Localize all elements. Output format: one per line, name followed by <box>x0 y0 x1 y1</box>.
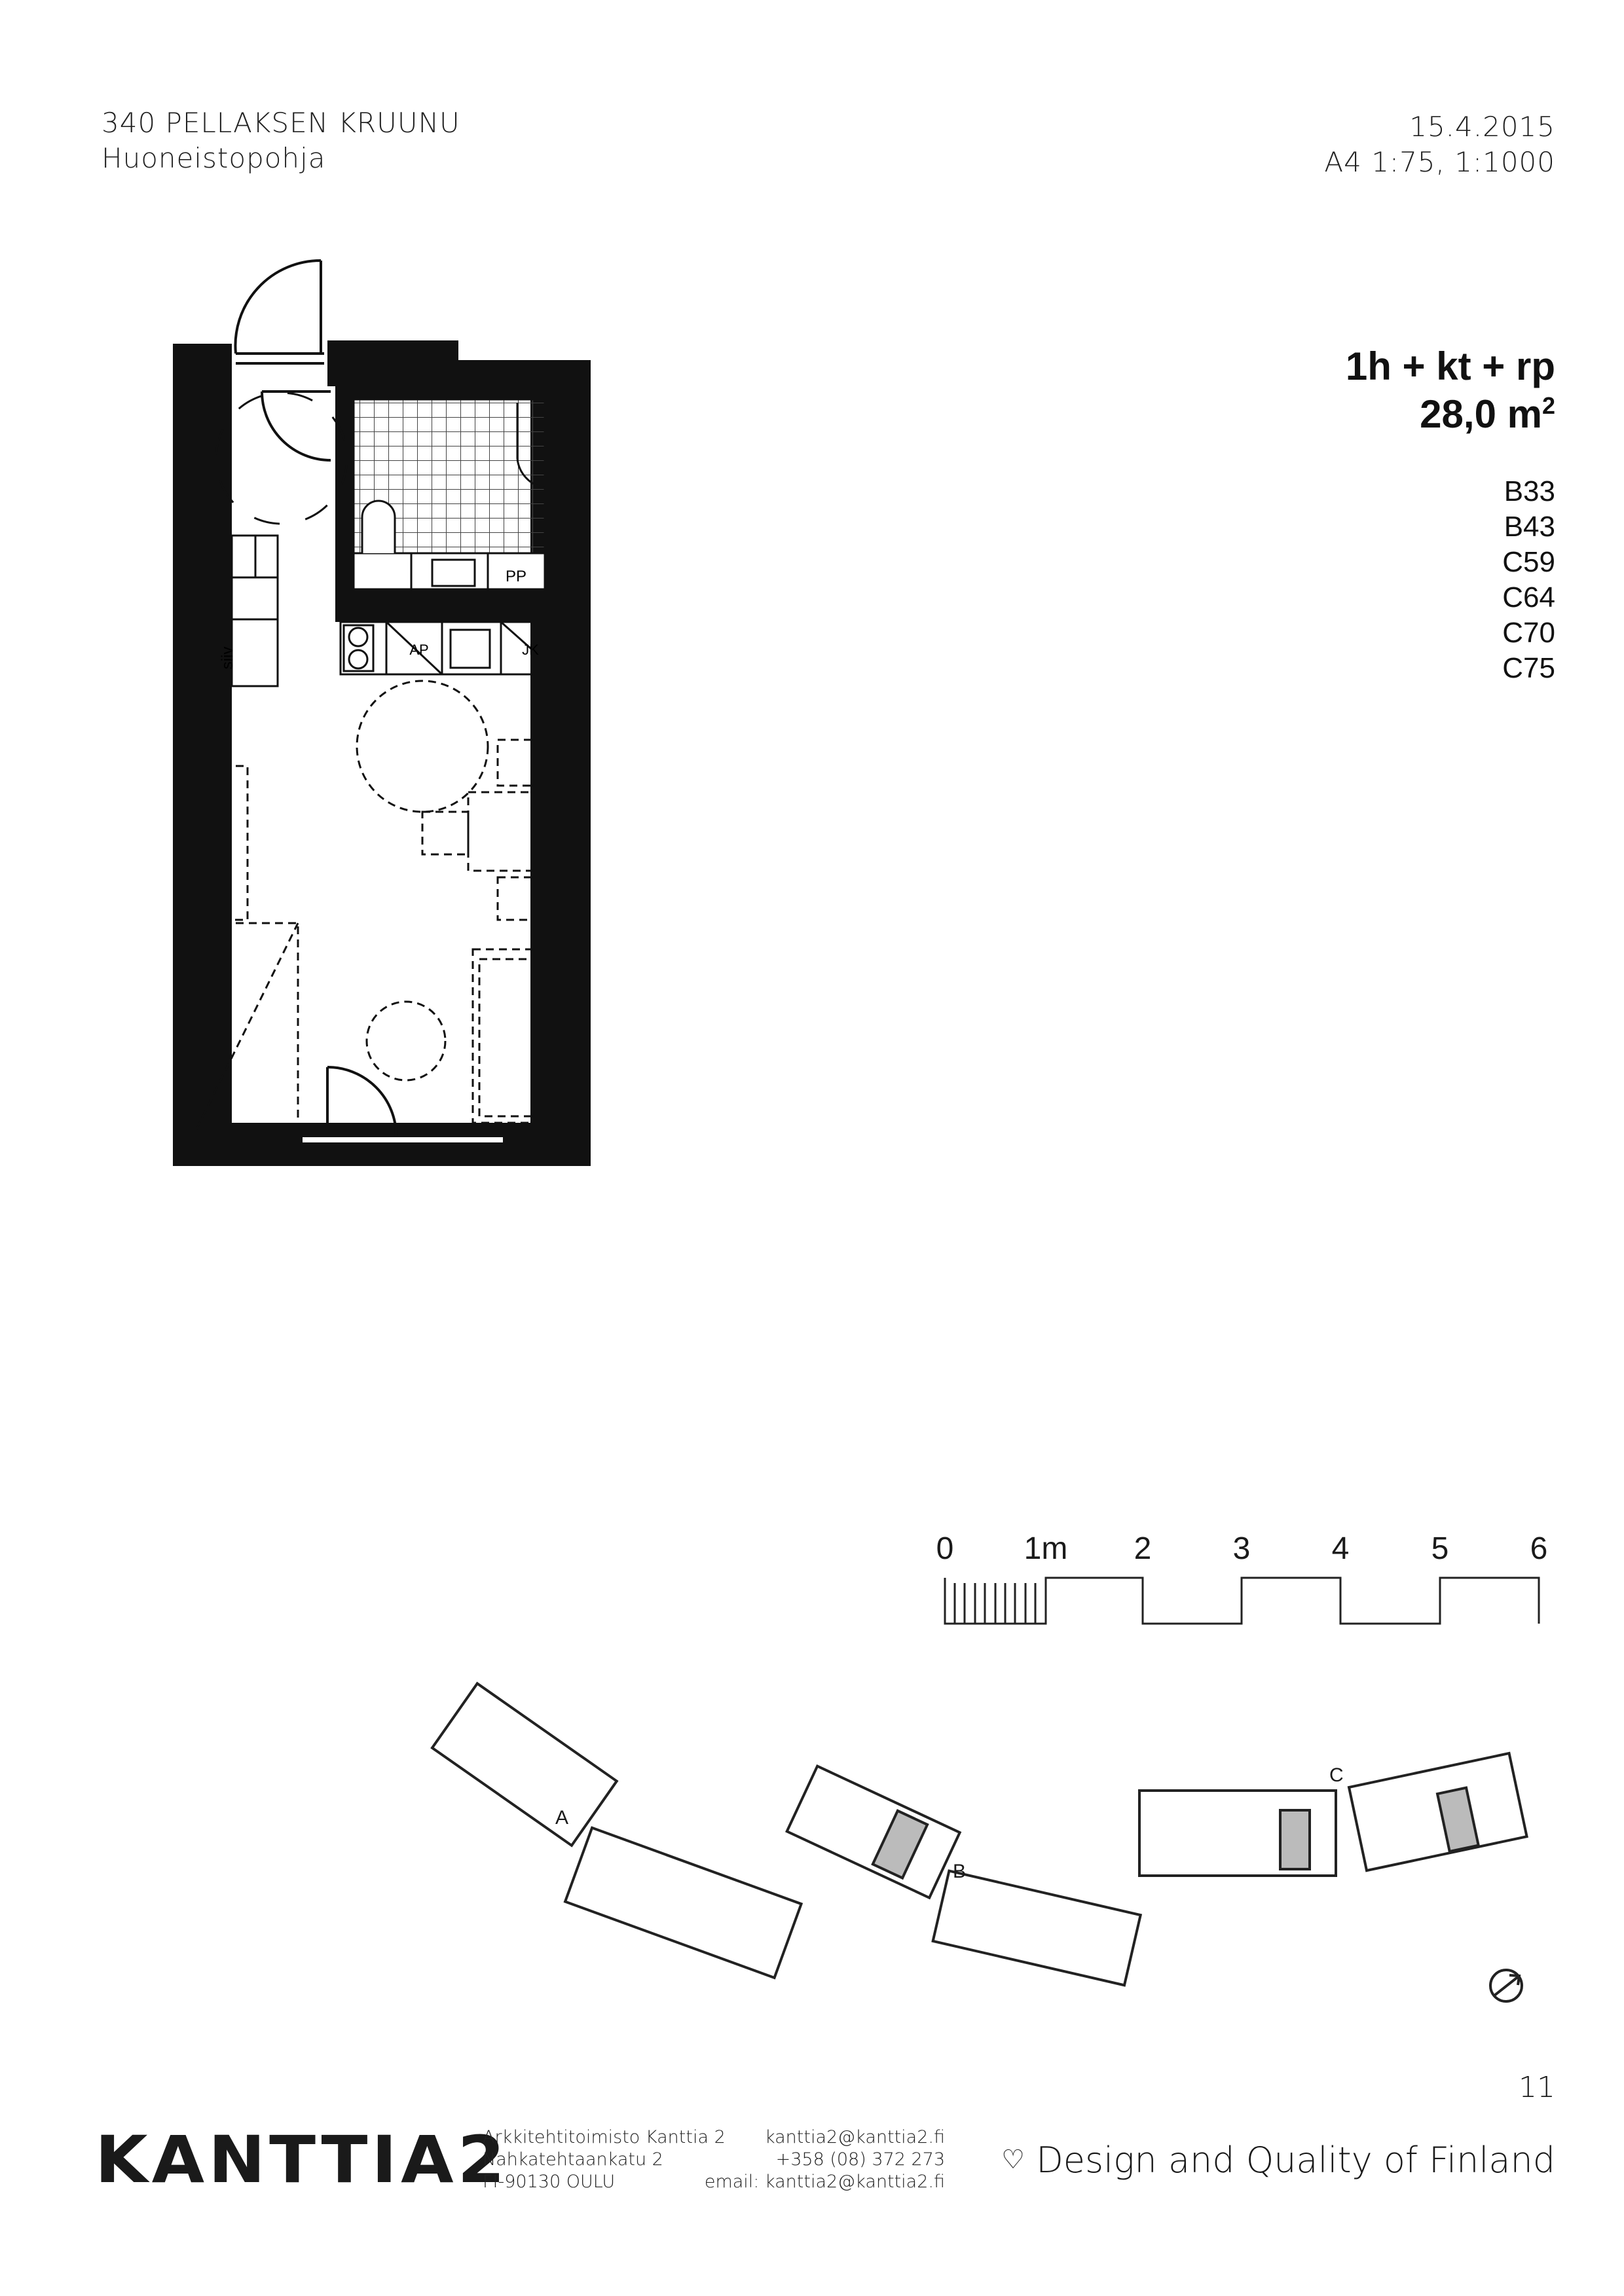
office-name: Arkkitehtitoimisto Kanttia 2 <box>483 2127 726 2147</box>
scale-label: 6 <box>1530 1531 1548 1566</box>
washer-label: PP <box>506 568 526 585</box>
unit-code: C59 <box>1502 546 1555 578</box>
building-label-a: A <box>555 1807 569 1829</box>
project-title: 340 PELLAKSEN KRUUNU <box>101 107 460 139</box>
dishwasher-label: AP <box>409 642 428 658</box>
document-subtitle: Huoneistopohja <box>101 142 326 174</box>
company-logo: KANTTIA2 <box>95 2122 509 2198</box>
apartment-type: 1h + kt + rp <box>1345 344 1555 388</box>
scale-label: 4 <box>1331 1531 1350 1566</box>
walls <box>173 340 591 1166</box>
email-link[interactable]: email: kanttia2@kanttia2.fi <box>704 2172 945 2192</box>
office-street: Nahkatehtaankatu 2 <box>483 2149 663 2170</box>
document-scale: A4 1:75, 1:1000 <box>1324 146 1555 178</box>
unit-code: B43 <box>1504 511 1555 543</box>
heart-diamond-icon: ♡ <box>1001 2145 1025 2175</box>
unit-code: C75 <box>1502 652 1555 684</box>
bathroom: PP <box>261 390 546 591</box>
scale-label: 0 <box>936 1531 954 1566</box>
scale-label: 5 <box>1431 1531 1449 1566</box>
phone-number: +358 (08) 372 273 <box>775 2149 945 2170</box>
scale-label: 2 <box>1134 1531 1152 1566</box>
document-date: 15.4.2015 <box>1409 111 1555 143</box>
area-value: 28,0 m <box>1420 392 1542 436</box>
building-label-b: B <box>953 1861 967 1882</box>
unit-code: C70 <box>1502 617 1555 649</box>
fridge-label: JK <box>522 642 539 658</box>
storage-label: siiv <box>219 647 236 670</box>
office-address: Arkkitehtitoimisto Kanttia 2 Nahkatehtaa… <box>483 2126 726 2193</box>
scale-label: 3 <box>1232 1531 1251 1566</box>
page-number: 11 <box>1519 2071 1555 2104</box>
furniture <box>195 680 568 1131</box>
web-link[interactable]: kanttia2@kanttia2.fi <box>764 2127 945 2147</box>
area-unit-sup: 2 <box>1541 392 1555 419</box>
apartment-area: 28,0 m2 <box>1420 392 1555 437</box>
storage-closet <box>231 534 279 687</box>
building-label-c: C <box>1329 1764 1344 1786</box>
unit-code: B33 <box>1504 475 1555 507</box>
scale-label: 1m <box>1024 1531 1068 1566</box>
office-contacts: kanttia2@kanttia2.fi +358 (08) 372 273 e… <box>705 2126 945 2193</box>
kitchenette <box>339 621 568 676</box>
office-city: FI-90130 OULU <box>483 2172 616 2192</box>
entrance-door <box>234 259 324 365</box>
unit-code: C64 <box>1502 581 1555 613</box>
unit-list: B33 B43 C59 C64 C70 C75 <box>1502 474 1555 686</box>
tagline-text: Design and Quality of Finland <box>1036 2140 1555 2181</box>
tagline: ♡ Design and Quality of Finland <box>1001 2140 1555 2181</box>
balcony-door <box>300 1066 506 1145</box>
